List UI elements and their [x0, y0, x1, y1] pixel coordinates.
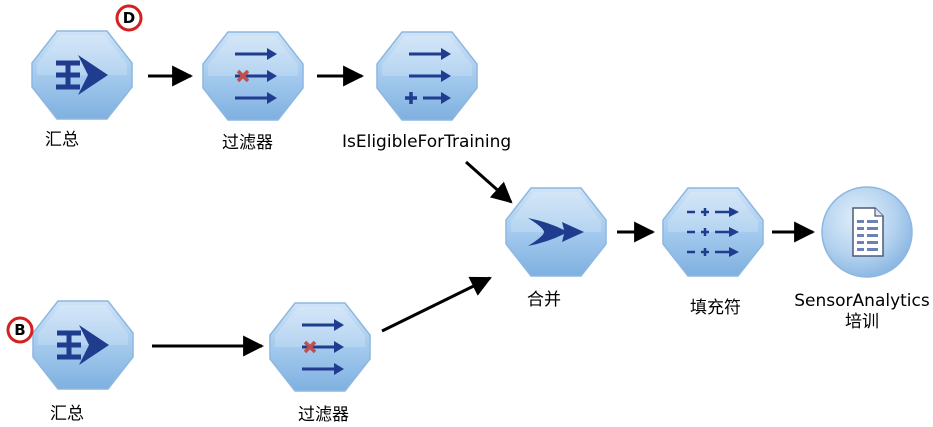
filter-icon — [235, 48, 277, 104]
node-filter-1[interactable] — [202, 31, 304, 121]
merge-icon — [528, 218, 584, 246]
node-aggregate-1[interactable] — [31, 30, 133, 120]
node-label-filter-2: 过滤器 — [298, 405, 349, 425]
connector-filter2-merge[interactable] — [381, 276, 492, 333]
filler-icon — [687, 207, 739, 257]
derive-icon — [405, 48, 451, 104]
connectors — [148, 65, 816, 357]
node-aggregate-2[interactable] — [32, 300, 134, 390]
node-label-filter-1: 过滤器 — [222, 133, 273, 153]
badge-b: B — [6, 316, 34, 344]
node-label-aggregate-1: 汇总 — [45, 130, 79, 150]
svg-text:B: B — [14, 321, 25, 339]
node-derive[interactable] — [376, 31, 478, 121]
node-label-table-line1: SensorAnalytics — [794, 291, 930, 311]
table-icon — [852, 207, 884, 257]
connector-derive-merge[interactable] — [465, 160, 513, 204]
node-filler[interactable] — [662, 187, 764, 277]
filter-icon — [302, 319, 344, 375]
aggregate-icon — [56, 55, 108, 95]
node-label-table-line2: 培训 — [845, 312, 879, 332]
svg-text:D: D — [123, 9, 135, 27]
node-filter-2[interactable] — [269, 302, 371, 392]
node-label-derive: IsEligibleForTraining — [342, 132, 511, 152]
node-table-output[interactable] — [821, 186, 913, 278]
aggregate-icon — [57, 325, 109, 365]
node-merge[interactable] — [505, 187, 607, 277]
node-label-aggregate-2: 汇总 — [50, 404, 84, 424]
node-label-merge: 合并 — [527, 290, 561, 310]
badge-d: D — [115, 4, 143, 32]
node-label-filler: 填充符 — [690, 298, 741, 318]
